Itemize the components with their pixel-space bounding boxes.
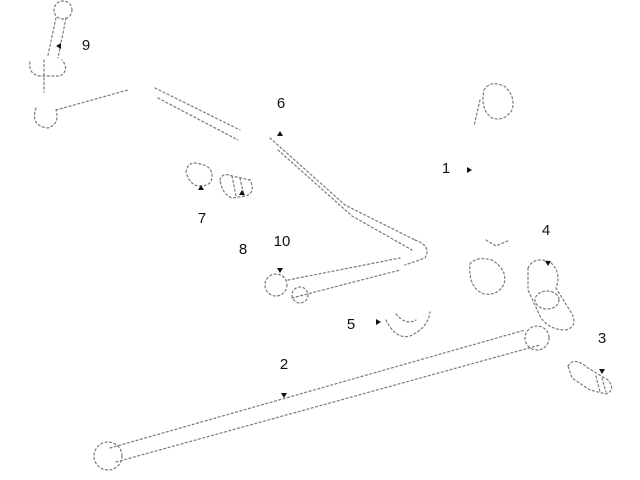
- callout-3: 3: [598, 330, 606, 347]
- part-fitting: [469, 239, 511, 295]
- part-9-lever: [29, 0, 129, 129]
- part-4-bushing: [527, 259, 575, 331]
- callout-arrow-2: [281, 393, 287, 398]
- callout-arrow-7: [198, 185, 204, 190]
- part-1-knob: [473, 83, 514, 127]
- callout-6: 6: [277, 95, 285, 112]
- callout-1: 1: [442, 160, 450, 177]
- callout-arrow-6: [277, 131, 283, 136]
- callout-5: 5: [347, 316, 355, 333]
- part-8-bracket: [219, 174, 253, 199]
- callout-8: 8: [239, 241, 247, 258]
- callout-arrow-4: [545, 261, 551, 266]
- callout-arrow-8: [239, 190, 245, 195]
- callout-arrow-1: [467, 167, 472, 173]
- callout-2: 2: [280, 356, 288, 373]
- part-10-crank-rod: [264, 257, 401, 304]
- part-5-hook: [385, 311, 431, 338]
- part-2-long-rod: [93, 325, 550, 471]
- part-7-clip: [185, 162, 213, 187]
- callout-9: 9: [82, 37, 90, 54]
- callout-7: 7: [198, 210, 206, 227]
- part-6-long-rod: [154, 87, 428, 266]
- callout-10: 10: [274, 233, 291, 250]
- callout-arrow-10: [277, 268, 283, 273]
- callout-arrow-9: [56, 43, 61, 49]
- callout-arrow-3: [599, 369, 605, 374]
- callout-arrow-5: [376, 319, 381, 325]
- callout-4: 4: [542, 222, 550, 239]
- part-3-pin: [567, 360, 613, 395]
